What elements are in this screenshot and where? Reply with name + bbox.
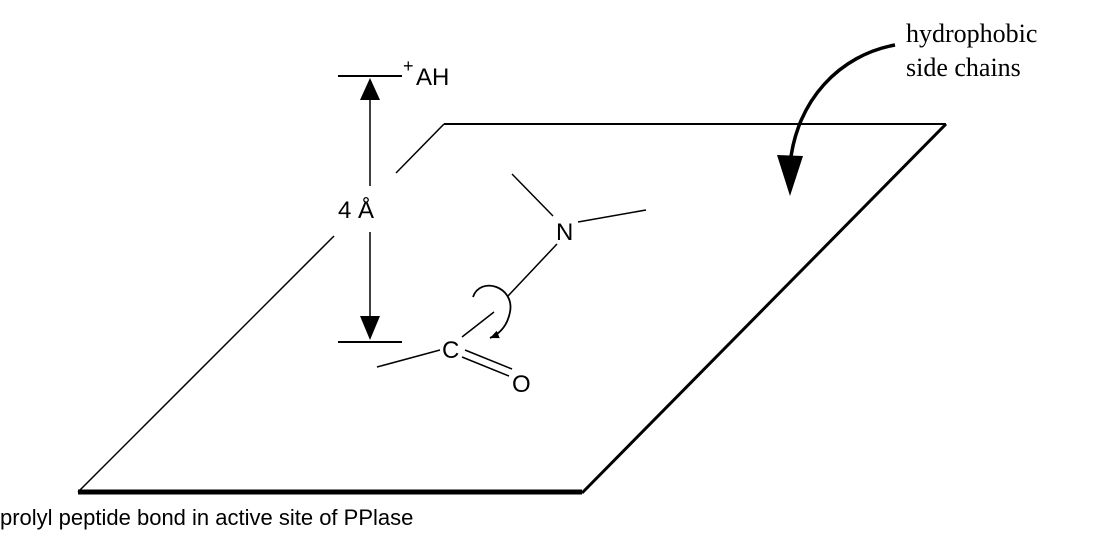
prolyl-peptide-bond: N C O: [376, 173, 647, 398]
curved-arrow-shaft: [788, 43, 896, 166]
carbon-label: C: [442, 337, 459, 364]
hydrophobic-callout: hydrophobic side chains: [777, 19, 1037, 196]
distance-indicator: 4 Å: [338, 75, 402, 343]
figure-caption: prolyl peptide bond in active site of PP…: [0, 505, 414, 530]
hydrophobic-label-line2: side chains: [906, 53, 1021, 82]
carbonyl-bond-2: [464, 349, 513, 370]
active-site-plane: [77, 122, 948, 495]
plane-right-edge: [580, 122, 948, 495]
n-substituent-bond-left: [511, 173, 554, 217]
hydrophobic-label-line1: hydrophobic: [906, 19, 1037, 48]
plane-left-edge-upper: [395, 123, 445, 174]
plane-left-edge-lower: [77, 235, 335, 493]
rotation-arrow-icon: [472, 284, 512, 339]
down-arrowhead-icon: [360, 316, 380, 340]
distance-label: 4 Å: [338, 196, 374, 224]
acid-charge: +: [403, 56, 414, 76]
n-substituent-bond-right: [577, 209, 647, 223]
oxygen-label: O: [512, 371, 531, 398]
carbonyl-bond-1: [461, 356, 510, 377]
c-n-bond-lower: [461, 311, 495, 338]
c-substituent-bond: [376, 349, 441, 368]
curved-arrowhead-icon: [777, 155, 803, 196]
c-n-bond-upper: [507, 243, 558, 297]
up-arrowhead-icon: [360, 78, 380, 100]
nitrogen-label: N: [556, 219, 573, 246]
acid-group: + AH: [403, 56, 449, 91]
acid-label: AH: [416, 64, 449, 91]
